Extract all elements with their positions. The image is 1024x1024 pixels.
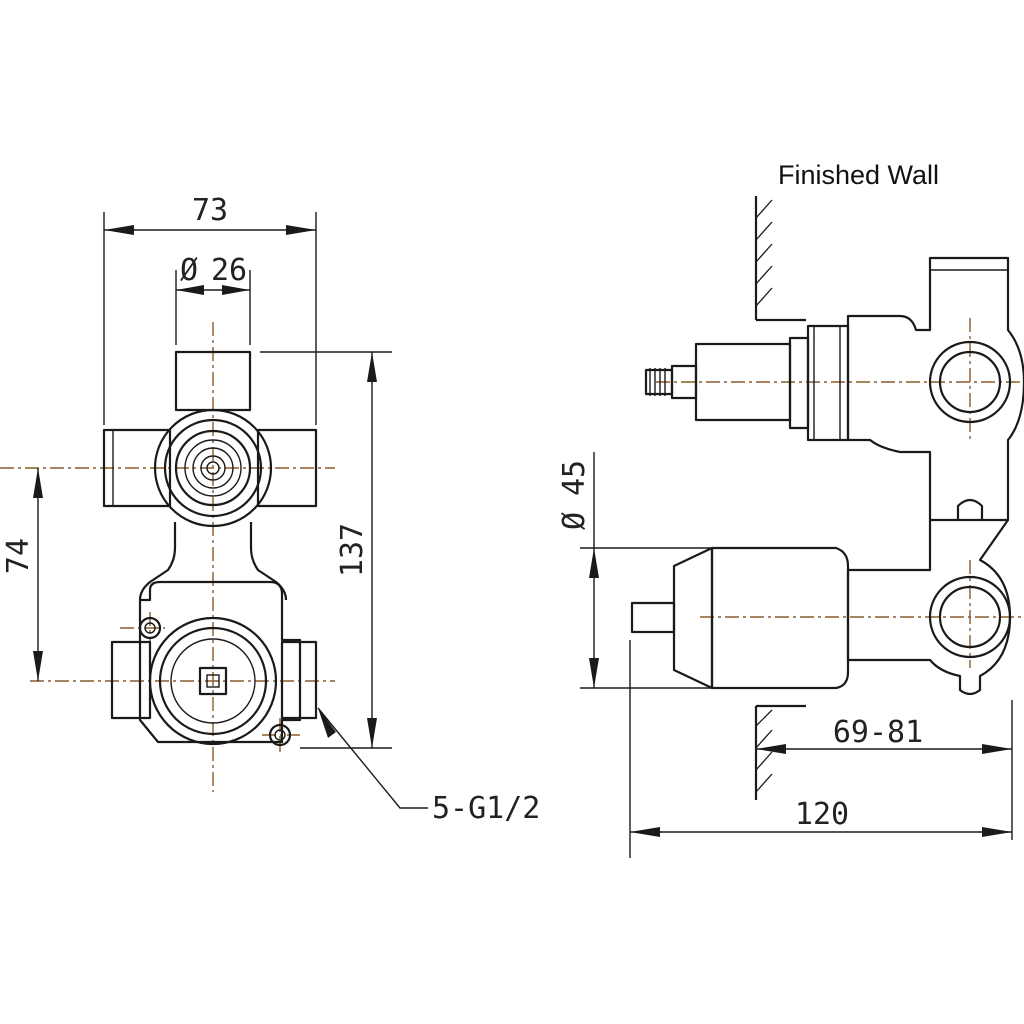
body-tab (956, 498, 984, 520)
lower-body-side (846, 519, 1012, 696)
lower-valve-square-inner (206, 674, 220, 688)
lower-right-inlet (280, 640, 318, 720)
mounting-hole-left-inner (144, 622, 156, 634)
dim-73-arrow-left (104, 225, 134, 235)
dim-137-value: 137 (335, 523, 370, 577)
upper-valve-core (206, 461, 220, 475)
body-neck (138, 522, 288, 601)
side-lower-port-inner (938, 585, 1002, 649)
body-housing (846, 256, 1024, 522)
front-view: 73 Ø 26 74 137 5-G1/2 (0, 193, 540, 826)
lower-body (138, 580, 302, 744)
dim-74-arrow-bottom (33, 651, 43, 681)
side-upper-port-outer (928, 340, 1012, 424)
dim-45-arrow-bottom (589, 658, 599, 688)
side-lower-port-outer (928, 575, 1012, 659)
wall-upper-hatching (755, 199, 773, 307)
lower-cartridge (710, 546, 850, 690)
mounting-hole-right-inner (274, 729, 286, 741)
mounting-hole-right (268, 723, 292, 747)
dim-73-value: 73 (192, 193, 228, 228)
thread-leader-line (317, 707, 428, 809)
upper-valve-ring (163, 418, 263, 518)
dim-73-arrow-right (286, 225, 316, 235)
upper-valve-housing (153, 408, 273, 528)
dim-69-81-arrow-left (756, 744, 786, 754)
dim-26-arrow-left (176, 285, 204, 295)
dim-137-arrow-top (367, 352, 377, 382)
wall-lower-hatching (755, 709, 773, 793)
side-view: Finished Wall (557, 160, 1024, 858)
upper-spindle-thread (649, 368, 666, 396)
lower-valve-square-drive (198, 666, 228, 696)
dim-120-arrow-left (630, 827, 660, 837)
lower-left-inlet (110, 640, 152, 720)
right-outlet (256, 428, 318, 508)
dim-74-arrow-top (33, 468, 43, 498)
lower-valve-ring (158, 626, 268, 736)
side-upper-port-inner (938, 350, 1002, 414)
dim-69-81-arrow-right (982, 744, 1012, 754)
upper-valve-ring-inner (174, 429, 252, 507)
mounting-hole-left (138, 616, 162, 640)
dim-26-value: 26 (211, 253, 247, 288)
upper-cartridge-nut (788, 336, 810, 430)
upper-valve-spindle (200, 455, 226, 481)
lower-spindle-tip (630, 601, 676, 634)
top-outlet (174, 350, 252, 412)
dim-45-arrow-top (589, 548, 599, 578)
dim-26-prefix: Ø (180, 253, 198, 288)
dim-45-value: 45 (557, 460, 592, 496)
dim-74-value: 74 (1, 538, 36, 574)
dim-120-arrow-right (982, 827, 1012, 837)
dim-120-value: 120 (795, 797, 849, 832)
dim-26-arrow-right (222, 285, 250, 295)
upper-valve-spindle-ring (184, 439, 242, 497)
lower-valve-housing (148, 616, 278, 746)
upper-valve-spline (192, 447, 234, 489)
dim-45-prefix: Ø (557, 512, 592, 530)
thread-leader-arrow (318, 708, 336, 738)
lower-cartridge-taper (672, 546, 714, 690)
lower-valve-ring-inner (170, 638, 256, 724)
finished-wall-label: Finished Wall (778, 160, 939, 190)
thread-label: 5-G1/2 (432, 791, 540, 826)
dim-137-arrow-bottom (367, 718, 377, 748)
dim-69-81-value: 69-81 (833, 715, 923, 750)
